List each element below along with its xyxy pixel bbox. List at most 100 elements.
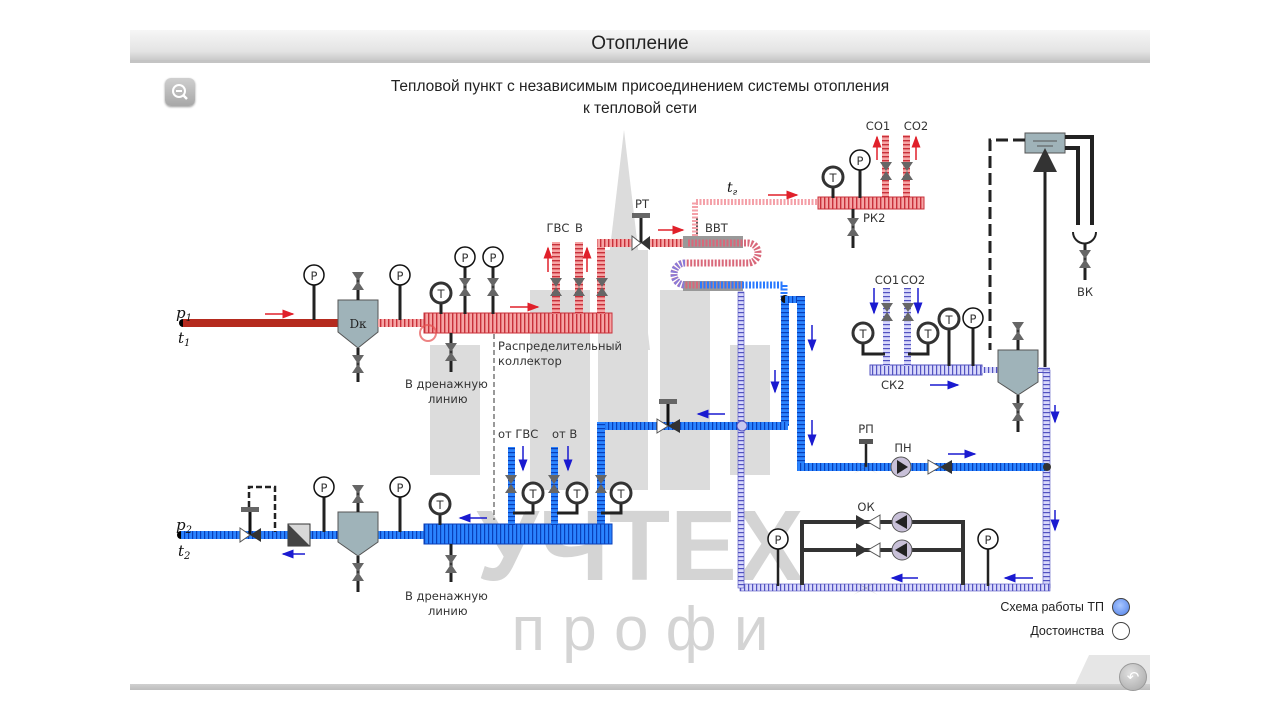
diagram-title: Тепловой пункт с независимым присоединен…	[330, 76, 950, 120]
supply-pressure-label: p1	[176, 304, 192, 324]
valve-icon	[548, 475, 560, 493]
gauge-label: P	[462, 251, 469, 265]
supply-pipe	[378, 319, 424, 327]
gauge-label: T	[528, 487, 537, 501]
valve-icon	[881, 303, 893, 321]
valve-icon	[459, 278, 471, 296]
watermark-block	[660, 290, 710, 490]
co1-label: СО1	[866, 119, 890, 133]
valve-icon	[690, 419, 714, 433]
valve-icon	[352, 563, 364, 581]
collector-label-2: коллектор	[498, 354, 562, 368]
supply-distribution-collector: T P P	[419, 239, 637, 372]
valve-icon	[352, 485, 364, 503]
gauge-label: P	[311, 269, 318, 283]
gauge-label: T	[828, 171, 837, 185]
return-network: P P	[737, 291, 1051, 595]
gauge-label: P	[321, 481, 328, 495]
valve-icon	[901, 162, 913, 180]
water-heater-vvt	[670, 190, 820, 300]
valve-icon	[928, 515, 952, 529]
drain-label: В дренажную	[405, 377, 488, 391]
valve-icon	[880, 162, 892, 180]
gauge-label: P	[397, 269, 404, 283]
gauge-label: T	[436, 287, 445, 301]
sk2-label: СК2	[881, 378, 905, 392]
pn-label: ПН	[894, 441, 911, 455]
option-advantages-radio[interactable]	[1112, 622, 1130, 640]
temperature-regulator-rt	[631, 213, 688, 252]
pressure-gauge-icon	[303, 264, 325, 286]
rt-label: РТ	[635, 197, 650, 211]
option-scheme[interactable]: Схема работы ТП	[1000, 598, 1130, 616]
return-comb-sk2: T T T P	[739, 288, 1060, 592]
back-button[interactable]: ↶	[1119, 663, 1147, 691]
check-valve-icon	[940, 460, 952, 474]
thermometer-icon	[428, 492, 452, 516]
gauge-label: P	[490, 251, 497, 265]
watermark-text: УЧТЕХ	[477, 490, 804, 602]
thermometer-icon	[429, 281, 453, 305]
pressure-gauge-icon	[849, 149, 871, 171]
gauge-label: P	[857, 154, 864, 168]
gvs-label: ГВС	[547, 221, 570, 235]
valve-icon	[1079, 250, 1091, 268]
back-arrow-icon: ↶	[1126, 668, 1140, 686]
co2-return-label: СО2	[901, 273, 925, 287]
option-scheme-radio[interactable]	[1112, 598, 1130, 616]
gauge-label: P	[775, 533, 782, 547]
valve-icon	[352, 272, 364, 290]
watermark-block	[430, 345, 480, 475]
thermometer-icon	[609, 481, 633, 505]
pressure-gauge-icon	[482, 246, 504, 268]
rk2-label: РК2	[863, 211, 885, 225]
mud-collector-icon	[997, 349, 1039, 396]
return-main-line: P P	[177, 476, 424, 592]
return-primary-line	[597, 399, 788, 524]
thermometer-icon	[821, 165, 845, 189]
gauge-label: T	[435, 498, 444, 512]
supply-comb-rk2: T P	[817, 135, 925, 248]
valve-icon	[812, 515, 836, 529]
mud-collector-icon	[337, 299, 379, 349]
supply-pipe	[183, 319, 338, 327]
bypass-valve-icon	[853, 581, 878, 595]
from-gvs-label: от ГВС	[498, 427, 538, 441]
valve-icon	[550, 278, 562, 296]
thermometer-icon	[521, 481, 545, 505]
gauge-label: P	[970, 312, 977, 326]
ok-label: ОК	[857, 500, 874, 514]
regulator-valve-icon	[668, 419, 680, 433]
pressure-gauge-icon	[454, 246, 476, 268]
drain-valve-icon	[847, 218, 859, 236]
drain-label-2: линию	[428, 604, 468, 618]
mud-collector-icon	[337, 511, 379, 557]
valve-icon	[812, 543, 836, 557]
zoom-out-button[interactable]	[165, 78, 195, 106]
collector-body	[423, 523, 613, 545]
valve-icon	[810, 460, 834, 474]
expansion-tank	[988, 132, 1097, 370]
return-temp-label: t2	[178, 542, 190, 562]
pressure-gauge-icon	[977, 528, 999, 550]
valve-icon	[1012, 322, 1024, 340]
drain-label-2: линию	[428, 392, 468, 406]
vk-label: ВК	[1077, 285, 1093, 299]
vvt-label: ВВТ	[705, 221, 729, 235]
valve-icon	[595, 475, 607, 493]
cursor-highlight	[419, 324, 437, 342]
option-advantages-label: Достоинства	[1030, 624, 1104, 638]
zoom-out-icon	[172, 84, 188, 100]
thermometer-icon	[916, 321, 940, 345]
gauge-label: T	[572, 487, 581, 501]
option-advantages[interactable]: Достоинства	[1030, 622, 1130, 640]
heated-water-pipe	[692, 199, 820, 236]
valve-icon	[928, 543, 952, 557]
valve-icon	[205, 528, 229, 542]
diagram-title-line1: Тепловой пункт с независимым присоединен…	[390, 78, 890, 95]
drain-valve-icon	[445, 343, 457, 361]
collector-label: Распределительный	[498, 339, 622, 353]
mud-collector-label: Dк	[349, 317, 367, 331]
page-title: Отопление	[591, 33, 689, 54]
